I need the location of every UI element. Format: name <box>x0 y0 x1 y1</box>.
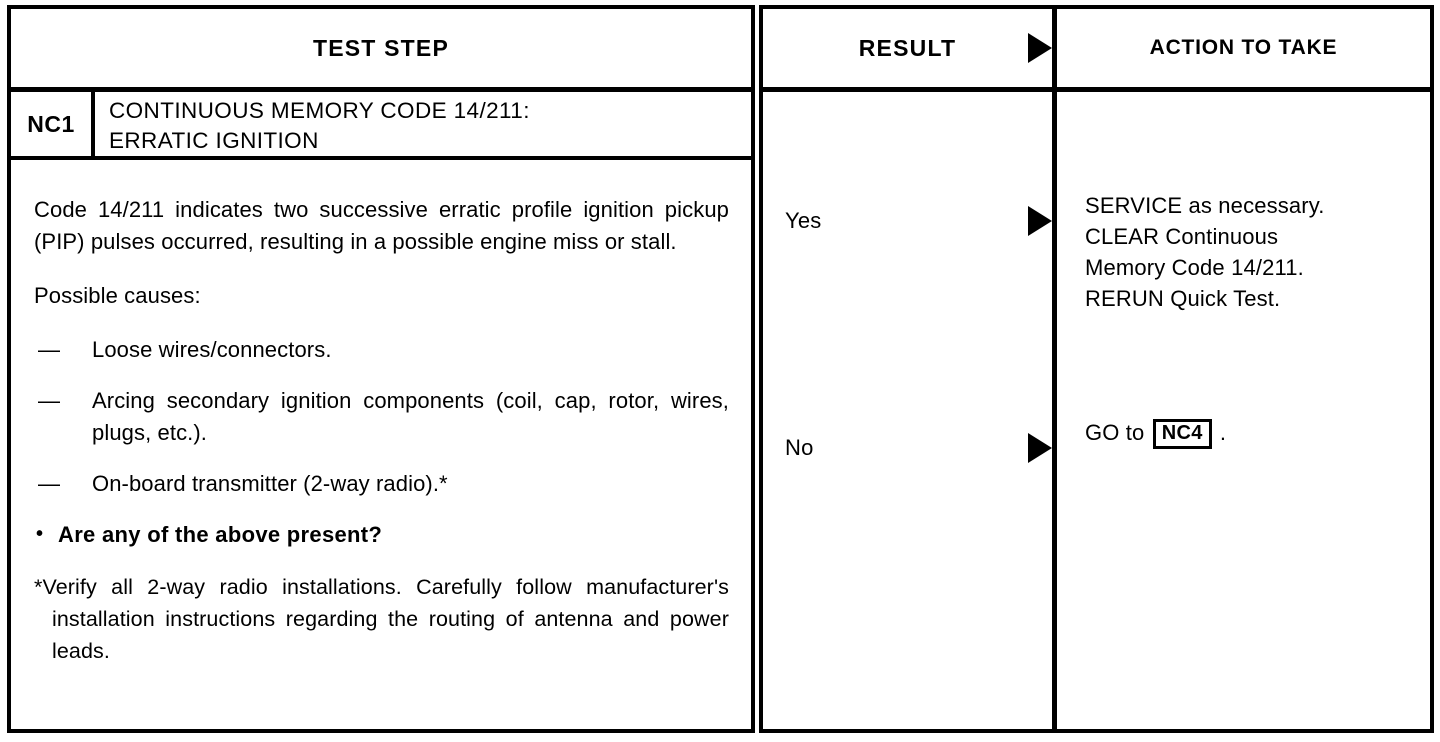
step-title-line-2: ERRATIC IGNITION <box>109 128 319 153</box>
result-header: RESULT <box>763 9 1052 92</box>
result-value-yes: Yes <box>785 208 822 233</box>
test-step-body: Code 14/211 indicates two successive err… <box>11 160 751 729</box>
dash-marker-icon: — <box>38 388 61 413</box>
step-footnote: *Verify all 2-way radio installations. C… <box>34 575 729 663</box>
step-code-cell: NC1 <box>11 92 95 156</box>
action-line: Memory Code 14/211. <box>1085 255 1304 280</box>
arrow-right-icon <box>1028 206 1052 236</box>
table-row: Yes <box>763 204 1052 238</box>
list-item-label: Arcing secondary ignition components (co… <box>92 388 729 445</box>
test-step-header-label: TEST STEP <box>312 34 450 61</box>
step-description: Code 14/211 indicates two successive err… <box>34 197 729 254</box>
result-value-no: No <box>785 435 814 460</box>
action-header-label: ACTION TO TAKE <box>1149 36 1338 59</box>
dash-marker-icon: — <box>38 337 61 362</box>
action-line: GO to NC4 . <box>1085 417 1430 449</box>
table-row: No <box>763 431 1052 465</box>
list-item-label: Loose wires/connectors. <box>92 337 332 362</box>
dash-marker-icon: — <box>38 471 61 496</box>
test-step-header: TEST STEP <box>11 9 751 92</box>
list-item-label: On-board transmitter (2-way radio).* <box>92 471 448 496</box>
step-title-strip: NC1 CONTINUOUS MEMORY CODE 14/211: ERRAT… <box>11 92 751 160</box>
step-question-label: Are any of the above present? <box>58 522 383 547</box>
action-column: ACTION TO TAKE SERVICE as necessary. CLE… <box>1057 5 1434 733</box>
list-item: — Loose wires/connectors. <box>34 334 729 366</box>
action-block-no: GO to NC4 . <box>1057 417 1430 449</box>
action-line: SERVICE as necessary. <box>1085 193 1325 218</box>
possible-causes-heading: Possible causes: <box>34 283 201 308</box>
step-code-label: NC1 <box>27 110 75 137</box>
list-item: — Arcing secondary ignition components (… <box>34 385 729 449</box>
arrow-right-icon <box>1028 33 1052 63</box>
bullet-icon: • <box>36 523 44 545</box>
action-prefix-label: GO to <box>1085 420 1145 445</box>
step-reference-nc4[interactable]: NC4 <box>1152 419 1212 449</box>
action-block-yes: SERVICE as necessary. CLEAR Continuous M… <box>1057 190 1430 314</box>
list-item: — On-board transmitter (2-way radio).* <box>34 468 729 500</box>
result-header-label: RESULT <box>858 34 957 61</box>
action-suffix-label: . <box>1219 420 1227 445</box>
action-line: CLEAR Continuous <box>1085 224 1279 249</box>
action-header: ACTION TO TAKE <box>1057 9 1430 92</box>
step-title-cell: CONTINUOUS MEMORY CODE 14/211: ERRATIC I… <box>95 92 751 156</box>
step-title-line-1: CONTINUOUS MEMORY CODE 14/211: <box>109 98 530 123</box>
result-column: RESULT Yes No <box>759 5 1057 733</box>
test-step-column: TEST STEP NC1 CONTINUOUS MEMORY CODE 14/… <box>7 5 755 733</box>
action-line: RERUN Quick Test. <box>1085 286 1281 311</box>
step-question: • Are any of the above present? <box>34 519 729 551</box>
possible-causes-list: — Loose wires/connectors. — Arcing secon… <box>34 334 729 500</box>
arrow-right-icon <box>1028 433 1052 463</box>
diagnostic-table: TEST STEP NC1 CONTINUOUS MEMORY CODE 14/… <box>7 5 1434 733</box>
